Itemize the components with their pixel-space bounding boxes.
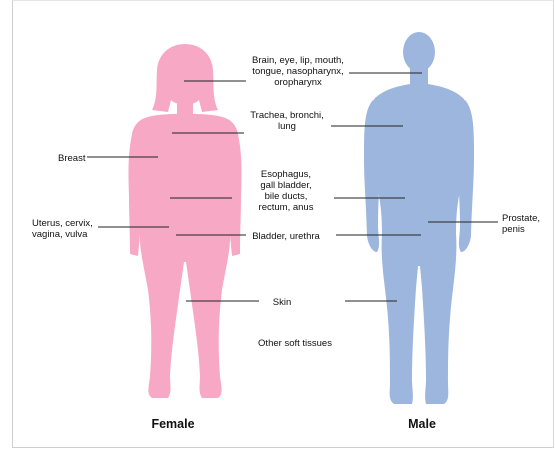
label-prostate: Prostate, penis	[502, 213, 540, 235]
caption-male: Male	[408, 417, 436, 431]
label-bladder: Bladder, urethra	[252, 231, 320, 242]
label-trachea: Trachea, bronchi, lung	[250, 110, 324, 132]
female-body	[128, 44, 241, 398]
female-torso	[132, 114, 238, 226]
male-torso	[369, 84, 469, 236]
label-skin: Skin	[273, 297, 291, 308]
female-neck	[177, 100, 193, 116]
label-head: Brain, eye, lip, mouth, tongue, nasophar…	[252, 55, 344, 88]
label-uterus: Uterus, cervix, vagina, vulva	[32, 218, 93, 240]
female-legs	[140, 224, 231, 398]
male-neck	[410, 66, 428, 86]
label-digestive: Esophagus, gall bladder, bile ducts, rec…	[259, 169, 314, 213]
label-breast: Breast	[58, 153, 85, 164]
male-body	[364, 32, 474, 404]
label-soft-tissues: Other soft tissues	[258, 338, 332, 349]
caption-female: Female	[151, 417, 194, 431]
male-legs	[382, 234, 457, 404]
